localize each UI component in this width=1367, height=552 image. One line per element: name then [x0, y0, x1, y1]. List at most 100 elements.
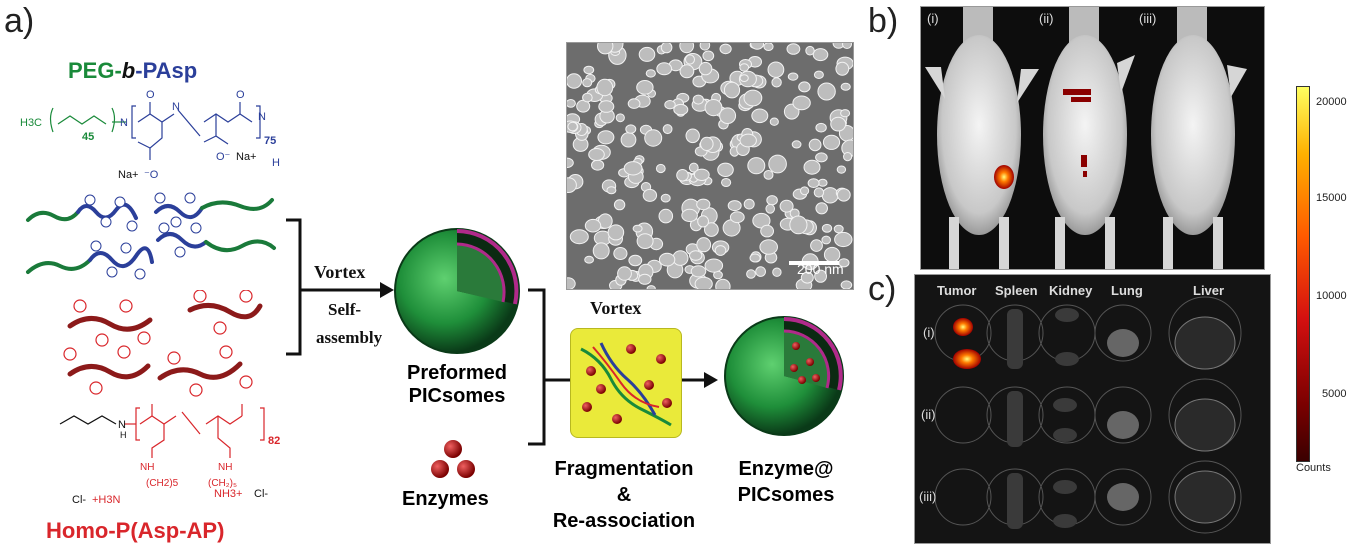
tem-particle: [821, 235, 832, 245]
tem-particle: [676, 169, 689, 182]
tem-particle: [690, 265, 707, 278]
tem-particle: [658, 252, 676, 267]
tem-particle: [567, 73, 582, 89]
tem-particle: [751, 108, 769, 124]
tem-particle: [606, 186, 617, 195]
svg-text:Na+: Na+: [236, 151, 257, 163]
tem-particle: [833, 224, 844, 234]
mouse-label-iii: (iii): [1139, 11, 1157, 26]
tem-particle: [800, 271, 814, 284]
tem-particle: [812, 48, 829, 62]
tem-particle: [685, 128, 700, 144]
tem-particle: [704, 258, 724, 273]
tem-particle: [813, 70, 824, 79]
tem-particle: [719, 43, 732, 55]
tem-particles: [567, 43, 853, 289]
tem-image: 200 nm: [566, 42, 854, 290]
scale-bar-label: 200 nm: [797, 261, 844, 277]
enzymes-label: Enzymes: [402, 488, 489, 510]
tem-particle: [823, 246, 841, 263]
row-label-i: (i): [923, 325, 935, 340]
tem-particle: [836, 165, 847, 174]
tem-particle: [620, 132, 637, 148]
tem-particle: [786, 43, 801, 55]
tem-particle: [840, 280, 853, 289]
organ-liver: Liver: [1193, 283, 1225, 298]
tem-particle: [692, 94, 704, 105]
organ-tumor: Tumor: [937, 283, 977, 298]
svg-text:H: H: [272, 157, 280, 169]
tem-particle: [830, 116, 847, 132]
tem-particle: [696, 198, 711, 211]
mouse-label-i: (i): [927, 11, 939, 26]
tem-particle: [628, 254, 643, 267]
tem-particle: [739, 133, 757, 148]
tem-particle: [760, 224, 775, 238]
colorbar-tick-15000: 15000: [1316, 192, 1347, 204]
tem-particle: [567, 157, 574, 168]
tem-particle: [673, 103, 689, 116]
tem-particle: [662, 124, 673, 135]
step2-vortex: Vortex: [590, 298, 642, 318]
anionic-chains: [26, 192, 276, 280]
tem-particle: [644, 129, 663, 147]
organ-kidney: Kidney: [1049, 283, 1093, 298]
tem-particle: [746, 269, 756, 279]
tem-particle: [759, 239, 778, 255]
tem-particle: [656, 62, 673, 76]
tem-particle: [787, 72, 799, 81]
colorbar-tick-20000: 20000: [1316, 96, 1347, 108]
tem-particle: [821, 187, 839, 204]
tem-particle: [582, 92, 593, 103]
tem-particle: [815, 202, 828, 215]
tem-particle: [840, 109, 851, 118]
nh3-label: NH3+: [214, 488, 243, 500]
tem-particle: [813, 187, 825, 198]
tem-particle: [567, 177, 577, 193]
tem-particle: [792, 95, 811, 111]
tem-particle: [815, 152, 828, 163]
row-label-iii: (iii): [919, 489, 937, 504]
enzymes-icon: [431, 440, 475, 478]
tem-particle: [810, 239, 823, 252]
tem-particle: [698, 61, 713, 76]
tem-particle: [755, 266, 767, 277]
tem-particle: [772, 267, 782, 277]
colorbar-tick-5000: 5000: [1322, 388, 1347, 400]
tem-particle: [822, 134, 841, 150]
svg-text:Na+: Na+: [118, 169, 139, 181]
peg-pasp-structure: H3C 45 N O N O N 75 H O⁻ Na+ Na+ ⁻O: [20, 89, 280, 181]
svg-text:N: N: [172, 101, 180, 113]
tem-particle: [588, 148, 605, 161]
tem-particle: [688, 162, 699, 173]
tem-particle: [739, 63, 750, 72]
tem-particle: [721, 178, 732, 187]
svg-text:N: N: [118, 419, 126, 431]
tem-particle: [642, 188, 658, 202]
tem-particle: [765, 203, 775, 214]
scale-bar: [789, 261, 839, 265]
tem-particle: [625, 124, 637, 134]
tem-particle: [835, 61, 850, 76]
tem-particle: [702, 50, 715, 62]
tem-particle: [613, 199, 626, 211]
tem-particle: [598, 100, 615, 113]
panel-a-label: a): [4, 2, 35, 40]
tem-particle: [636, 233, 654, 250]
tem-particle: [689, 250, 703, 261]
tem-particle: [836, 188, 851, 202]
tem-particle: [763, 169, 774, 180]
tem-particle: [617, 266, 632, 281]
tem-particle: [743, 198, 755, 210]
tem-particle: [699, 43, 711, 51]
tem-particle: [842, 43, 852, 49]
intensity-colorbar: [1296, 86, 1310, 462]
organ-spleen: Spleen: [995, 283, 1038, 298]
tem-particle: [660, 193, 671, 203]
svg-text:H3C: H3C: [20, 117, 42, 129]
tem-particle: [739, 74, 749, 82]
tem-particle: [800, 186, 810, 196]
svg-text:45: 45: [82, 131, 94, 143]
tem-particle: [814, 269, 828, 283]
